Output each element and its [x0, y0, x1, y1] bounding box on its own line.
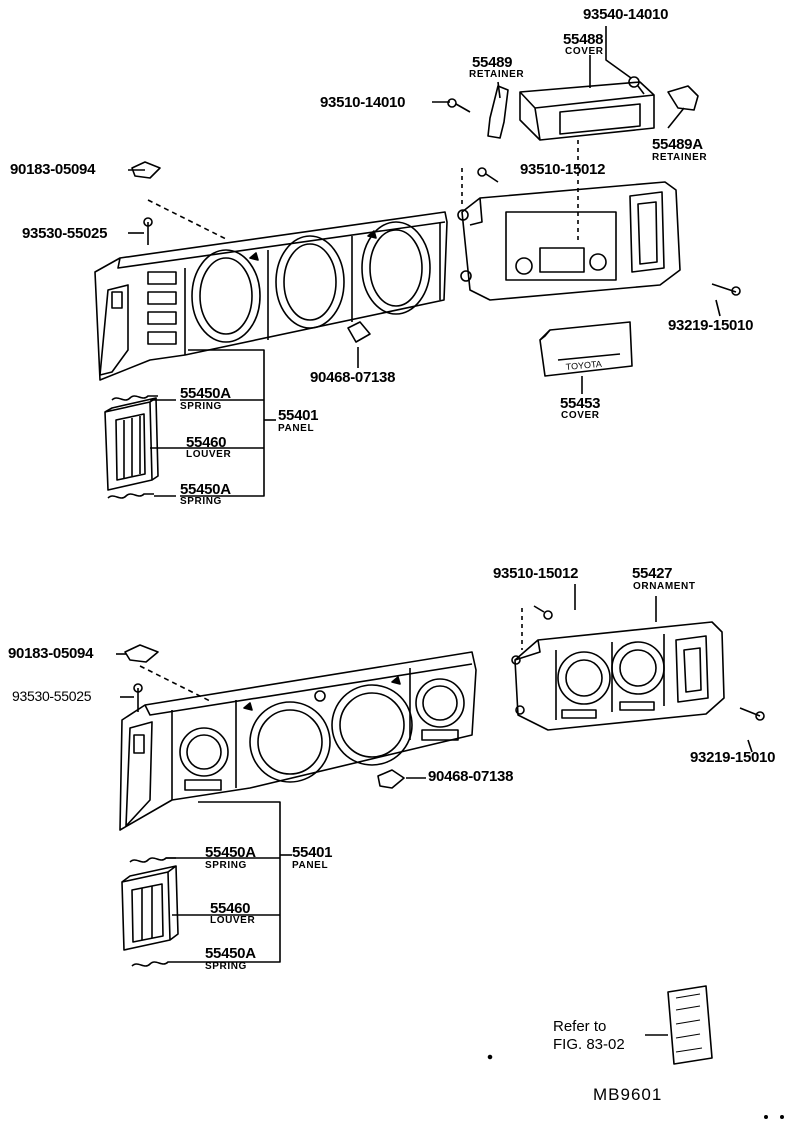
upper-control-unit [457, 181, 681, 301]
figure-reference: FIG. 83-02 [553, 1036, 625, 1053]
upper-cover-55453 [539, 321, 633, 377]
lower-callout-lines [116, 584, 753, 963]
refer-to-line: Refer to [553, 1018, 607, 1035]
upper-callout-lines [128, 26, 721, 497]
label-93219-15010: 93219-15010 [668, 317, 754, 334]
upper-hardware [131, 76, 741, 343]
label-90183-05094: 90183-05094 [10, 161, 96, 178]
label-55460-b: 55460 [210, 900, 251, 917]
label-55450A-upper: 55450A [180, 385, 231, 402]
lower-springs [129, 857, 178, 967]
label-55453: 55453 [560, 395, 601, 412]
caption-55450A-b-lower-spring: SPRING [205, 961, 247, 972]
drawing-id: MB9601 [593, 1085, 663, 1104]
upper-cover-55488 [519, 81, 655, 141]
label-93530-55025: 93530-55025 [22, 225, 108, 242]
caption-55453-cover: COVER [561, 410, 600, 421]
label-90183-05094-b: 90183-05094 [8, 645, 94, 662]
upper-louver [104, 397, 159, 491]
caption-55488-cover: COVER [565, 46, 604, 57]
label-55489: 55489 [472, 54, 513, 71]
label-55401: 55401 [278, 407, 319, 424]
label-55427: 55427 [632, 565, 673, 582]
lower-heater-control-panel [119, 651, 477, 831]
lower-hardware [124, 605, 765, 789]
caption-55450A-b-upper-spring: SPRING [205, 860, 247, 871]
lower-ornament-55427 [511, 621, 725, 731]
label-93510-15012-b: 93510-15012 [493, 565, 579, 582]
cover-55453-brand-text: TOYOTA [565, 359, 602, 372]
label-93510-15012: 93510-15012 [520, 161, 606, 178]
caption-55489A-retainer: RETAINER [652, 152, 708, 163]
label-93510-14010: 93510-14010 [320, 94, 406, 111]
upper-heater-control-panel [94, 211, 448, 381]
label-90468-07138-b: 90468-07138 [428, 768, 514, 785]
caption-55401-b-panel: PANEL [292, 860, 329, 871]
caption-55401-panel: PANEL [278, 423, 315, 434]
lower-louver [121, 865, 179, 951]
caption-55460-b-louver: LOUVER [210, 915, 256, 926]
label-93540-14010: 93540-14010 [583, 6, 669, 23]
label-55450A-lower: 55450A [180, 481, 231, 498]
caption-55489-retainer: RETAINER [469, 69, 525, 80]
label-55488: 55488 [563, 31, 604, 48]
label-55489A: 55489A [652, 136, 703, 153]
label-93219-15010-b: 93219-15010 [690, 749, 776, 766]
upper-springs [107, 395, 158, 499]
label-90468-07138: 90468-07138 [310, 369, 396, 386]
caption-55460-louver: LOUVER [186, 449, 232, 460]
label-55450A-b-lower: 55450A [205, 945, 256, 962]
label-55401-b: 55401 [292, 844, 333, 861]
label-93530-55025-b: 93530-55025 [12, 688, 92, 704]
caption-55427-ornament: ORNAMENT [633, 581, 696, 592]
caption-55450A-lower-spring: SPRING [180, 496, 222, 507]
label-55460: 55460 [186, 434, 227, 451]
label-55450A-b-upper: 55450A [205, 844, 256, 861]
reference-control-panel [645, 985, 713, 1065]
caption-55450A-upper-spring: SPRING [180, 401, 222, 412]
